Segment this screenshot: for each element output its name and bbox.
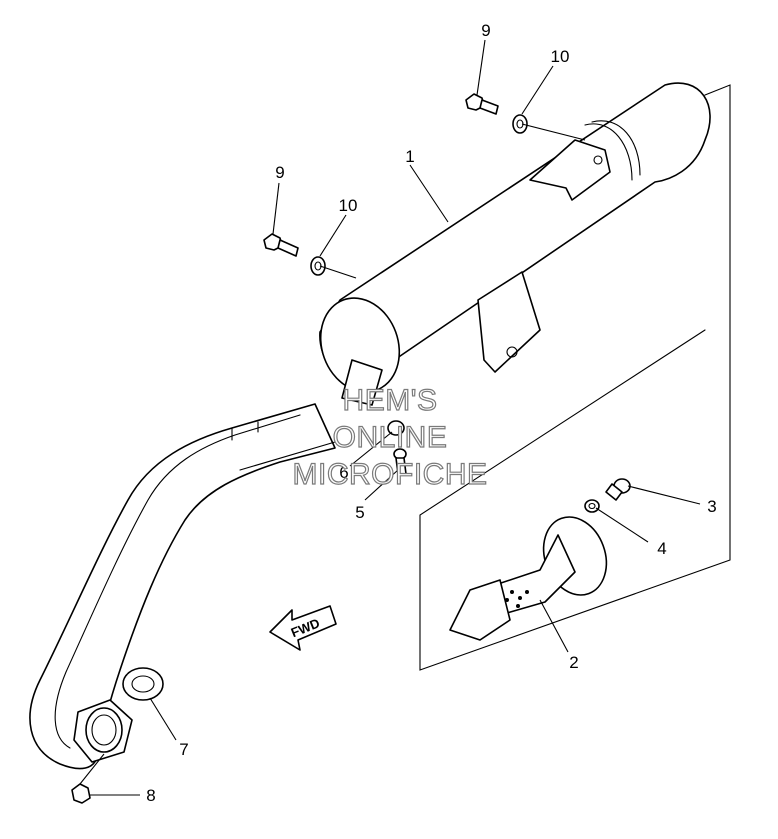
callout-numbers: 1 2 3 4 5 6 7 8 9 10 9 10 xyxy=(146,21,716,805)
callout-10-upper: 10 xyxy=(551,47,570,66)
spark-arrester xyxy=(449,516,608,641)
watermark: HEM'S ONLINE MICROFICHE xyxy=(292,383,488,491)
muffler-body xyxy=(319,82,711,406)
leader-lines xyxy=(79,39,701,796)
callout-10-lower: 10 xyxy=(339,196,358,215)
watermark-line-1: HEM'S xyxy=(343,384,438,417)
screw-right xyxy=(605,478,631,501)
spark-arrester-frame xyxy=(419,84,731,671)
callout-3: 3 xyxy=(707,497,716,516)
callout-6: 6 xyxy=(339,463,348,482)
screw-center xyxy=(393,448,407,475)
washer-upper xyxy=(512,114,528,134)
washer-right xyxy=(584,499,600,513)
bolt-lower xyxy=(263,233,299,257)
callout-5: 5 xyxy=(355,503,364,522)
callout-7: 7 xyxy=(179,740,188,759)
callout-1: 1 xyxy=(405,147,414,166)
callout-4: 4 xyxy=(657,539,666,558)
callout-9-upper: 9 xyxy=(481,21,490,40)
callout-9-lower: 9 xyxy=(275,163,284,182)
callout-8: 8 xyxy=(146,786,155,805)
callout-2: 2 xyxy=(569,653,578,672)
exhaust-flange xyxy=(73,699,133,763)
nut xyxy=(71,783,91,804)
exhaust-pipe xyxy=(29,403,336,770)
gasket xyxy=(122,667,164,701)
watermark-line-3: MICROFICHE xyxy=(293,458,488,491)
bolt-upper xyxy=(465,93,499,115)
fwd-arrow: FWD xyxy=(269,605,337,651)
washer-lower xyxy=(310,256,326,276)
washer-center xyxy=(387,420,405,436)
watermark-line-2: ONLINE xyxy=(333,421,448,454)
